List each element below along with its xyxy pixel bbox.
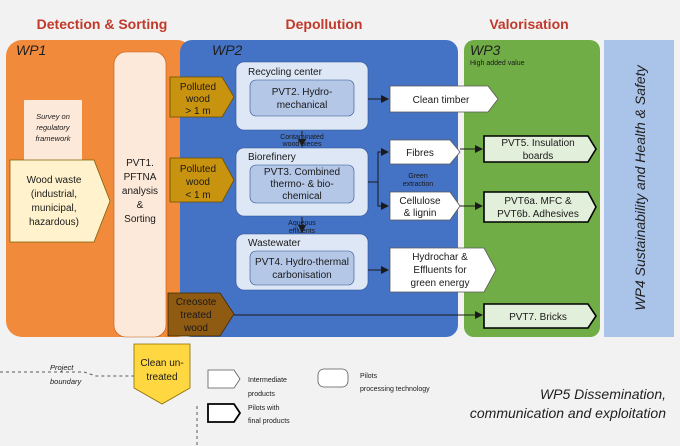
- pvt3-box: [249, 164, 355, 204]
- recycling-center-title: Recycling center: [248, 67, 323, 78]
- creosote-line-3: wood: [183, 323, 208, 334]
- polluted-gt-line-2: wood: [185, 94, 210, 105]
- wp4-panel: [604, 40, 674, 337]
- legend-final-line-1: Pilots with: [248, 405, 280, 412]
- clean-untreated-line-2: treated: [146, 372, 177, 383]
- pvt4-line-1: PVT4. Hydro-thermal: [255, 257, 349, 268]
- project-boundary-line-2: boundary: [50, 377, 83, 386]
- pvt2-box: [249, 79, 355, 117]
- legend-pilots-processing-line-1: Pilots: [360, 373, 378, 380]
- wp4-label: WP4 Sustainability and Health & Safety: [632, 64, 648, 310]
- polluted-wood-gt1m-arrow: [169, 76, 235, 118]
- hydrochar-line-3: green energy: [411, 278, 470, 289]
- legend-final-icon: [207, 403, 242, 423]
- connector-pvt3-fibres: [368, 148, 389, 183]
- pvt4-box: [249, 250, 355, 286]
- creosote-line-2: treated: [180, 310, 211, 321]
- pvt1-line-2: PFTNA: [124, 172, 157, 183]
- survey-line-3: framework: [35, 134, 71, 143]
- pvt6-line-2: PVT6b. Adhesives: [497, 209, 579, 220]
- legend-processing-icon: [317, 368, 349, 388]
- pvt1-line-4: &: [137, 200, 144, 211]
- wp2-label: WP2: [212, 42, 243, 58]
- project-boundary-line: [0, 371, 134, 377]
- wood-waste-line-3: municipal,: [31, 203, 76, 214]
- clean-untreated-line-1: Clean un-: [140, 358, 183, 369]
- clean-timber-label: Clean timber: [413, 95, 470, 106]
- clean-timber-arrow: [389, 85, 499, 113]
- pvt1-box: [113, 51, 167, 338]
- header-valorisation: Valorisation: [489, 16, 568, 32]
- polluted-wood-lt1m-arrow: [169, 157, 235, 203]
- wp1-label: WP1: [16, 42, 46, 58]
- hydrochar-line-1: Hydrochar &: [412, 252, 468, 263]
- wood-waste-line-1: Wood waste: [27, 175, 82, 186]
- fibres-label: Fibres: [406, 148, 434, 159]
- connector-pvt3-cellulose: [377, 182, 389, 210]
- wood-waste-line-4: hazardous): [29, 217, 79, 228]
- pvt1-line-3: analysis: [122, 186, 158, 197]
- survey-box: [24, 100, 82, 160]
- pvt6-final-arrow: [483, 191, 597, 223]
- legend-intermediate-icon: [207, 369, 241, 389]
- wp5-line-2: communication and exploitation: [470, 405, 666, 421]
- header-detection-sorting: Detection & Sorting: [37, 16, 168, 32]
- legend-intermediate-line-1: Intermediate: [248, 377, 287, 384]
- survey-line-1: Survey on: [36, 112, 70, 121]
- pvt4-line-2: carbonisation: [272, 270, 331, 281]
- legend-pilots-processing-line-2: processing technology: [360, 386, 430, 393]
- pvt5-line-1: PVT5. Insulation: [501, 138, 574, 149]
- polluted-lt-line-1: Polluted: [180, 164, 216, 175]
- hydrochar-line-2: Effluents for: [413, 265, 467, 276]
- green-extraction-line-2: extraction: [403, 181, 433, 188]
- polluted-gt-line-1: Polluted: [180, 82, 216, 93]
- pvt6-line-1: PVT6a. MFC &: [504, 196, 572, 207]
- pvt3-line-2: thermo- & bio-: [270, 179, 333, 190]
- pvt3-line-3: chemical: [282, 191, 321, 202]
- wp3-label: WP3: [470, 42, 501, 58]
- polluted-lt-line-3: < 1 m: [185, 190, 210, 201]
- cellulose-line-1: Cellulose: [399, 196, 441, 207]
- polluted-gt-line-3: > 1 m: [185, 106, 210, 117]
- cellulose-lignin-arrow: [389, 191, 461, 221]
- wastewater-title: Wastewater: [248, 238, 301, 249]
- hydrochar-arrow: [389, 247, 497, 293]
- green-extraction-line-1: Green: [408, 173, 428, 180]
- clean-untreated-arrow: [133, 343, 191, 405]
- fibres-arrow: [389, 139, 461, 165]
- pvt2-line-1: PVT2. Hydro-: [272, 87, 333, 98]
- pvt7-final-arrow: [483, 303, 597, 329]
- wood-waste-arrow: [9, 159, 111, 243]
- pvt7-label: PVT7. Bricks: [509, 312, 567, 323]
- pvt5-line-2: boards: [523, 151, 554, 162]
- cellulose-line-2: & lignin: [404, 208, 437, 219]
- pvt2-line-2: mechanical: [277, 100, 328, 111]
- survey-line-2: regulatory: [36, 123, 71, 132]
- wp5-line-1: WP5 Dissemination,: [540, 386, 666, 402]
- creosote-line-1: Creosote: [176, 297, 217, 308]
- legend-final-line-2: final products: [248, 418, 290, 425]
- polluted-lt-line-2: wood: [185, 177, 210, 188]
- project-boundary-line-1: Project: [50, 363, 74, 372]
- wp3-panel: [464, 40, 600, 337]
- biorefinery-title: Biorefinery: [248, 152, 296, 163]
- wood-waste-line-2: (industrial,: [31, 189, 77, 200]
- pvt1-line-5: Sorting: [124, 214, 156, 225]
- header-depollution: Depollution: [286, 16, 363, 32]
- creosote-wood-arrow: [167, 292, 235, 337]
- legend-intermediate-line-2: products: [248, 391, 275, 398]
- pvt5-final-arrow: [483, 135, 597, 163]
- wp3-subtitle: High added value: [470, 60, 525, 67]
- pvt3-line-1: PVT3. Combined: [264, 167, 340, 178]
- pvt1-line-1: PVT1.: [126, 158, 154, 169]
